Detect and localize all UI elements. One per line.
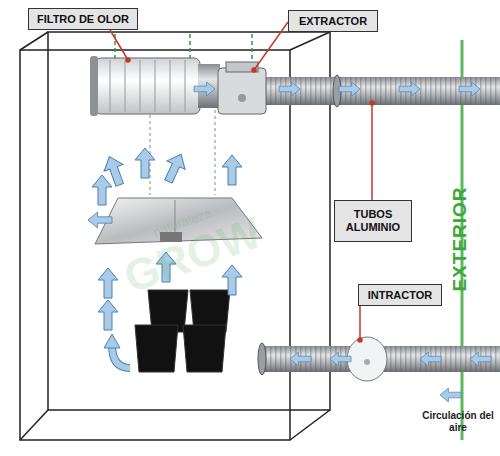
odour-filter <box>90 56 220 116</box>
extractor-fan <box>218 62 266 114</box>
exterior-label: EXTERIOR <box>449 184 471 294</box>
reflector-hangers <box>150 110 215 195</box>
label-box: FILTRO DE OLOR <box>28 8 138 30</box>
label-box: EXTRACTOR <box>288 10 378 32</box>
label-text: EXTRACTOR <box>299 15 367 28</box>
label-text: INTRACTOR <box>368 289 433 302</box>
aluminium-duct <box>263 77 500 105</box>
intractor-fan <box>347 337 387 381</box>
label-text: TUBOS ALUMINIO <box>335 208 411 234</box>
duct-ribs <box>263 77 500 105</box>
airflow-arrows <box>88 82 491 402</box>
label-text: FILTRO DE OLOR <box>37 13 129 26</box>
intake-flange <box>258 343 266 375</box>
leader-lines <box>110 22 374 342</box>
label-box: INTRACTOR <box>358 284 442 306</box>
label-box: TUBOS ALUMINIO <box>334 200 412 242</box>
plant-pots <box>135 290 230 372</box>
airflow-note: Circulación del aire <box>418 410 498 434</box>
